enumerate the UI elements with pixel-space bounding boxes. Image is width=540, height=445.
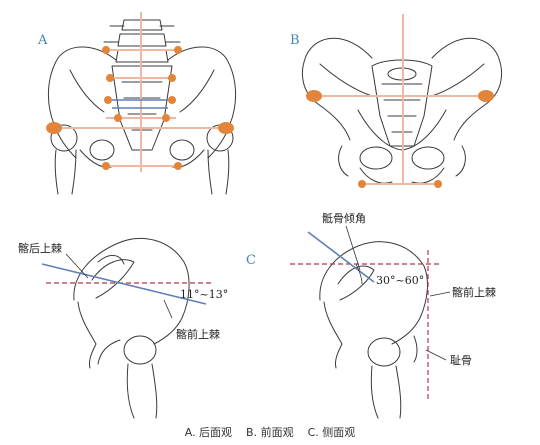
panel-c-sacral-line: [307, 231, 375, 283]
panel-c-letter: C: [246, 253, 256, 268]
panel-c-right-ilium: [319, 241, 428, 345]
panel-c-left-ilium: [73, 237, 190, 345]
panel-a-posterior-view: A: [37, 12, 237, 195]
pubis-label: 耻骨: [450, 353, 472, 367]
panel-b-right-iliac-wing: [431, 37, 502, 141]
panel-b-left-iliac-wing: [302, 37, 373, 141]
panel-b-anterior-view: B: [290, 14, 502, 188]
panel-c-left-tilt-line: [41, 263, 207, 305]
panel-b-landmarks: [306, 90, 494, 188]
asis-label-right: 髂前上棘: [452, 285, 496, 299]
panel-b-sacrum: [371, 59, 433, 147]
figure-caption: A. 后面观 B. 前面观 C. 侧面观: [185, 425, 356, 439]
panel-b-letter: B: [290, 33, 300, 48]
panel-a-left-iliac-wing: [47, 46, 117, 159]
panel-a-right-iliac-wing: [167, 46, 237, 159]
panel-b-right-obturator: [411, 146, 445, 170]
sacral-angle-name-label: 骶骨倾角: [322, 212, 366, 225]
panel-a-letter: A: [37, 33, 48, 48]
sacral-angle-label: 30°~60°: [376, 274, 424, 287]
panel-c-sacral-angle: C 骶骨倾角 30°~60° 髂前上棘 耻骨: [246, 212, 496, 419]
psis-label: 髂后上棘: [18, 241, 62, 255]
panel-a-left-femoral-head: [50, 124, 78, 152]
tilt-angle-label: 11°~13°: [180, 288, 228, 301]
panel-c-left-femoral-head: [123, 335, 157, 365]
sacral-angle-arc: [355, 263, 363, 285]
panel-c-lateral-tilt: 髂后上棘 11°~13° 髂前上棘: [18, 237, 228, 419]
panel-c-right-femoral-head: [367, 337, 401, 367]
panel-b-left-obturator: [359, 146, 393, 170]
panel-a-landmarks: [46, 46, 234, 170]
asis-label-left: 髂前上棘: [176, 327, 220, 341]
